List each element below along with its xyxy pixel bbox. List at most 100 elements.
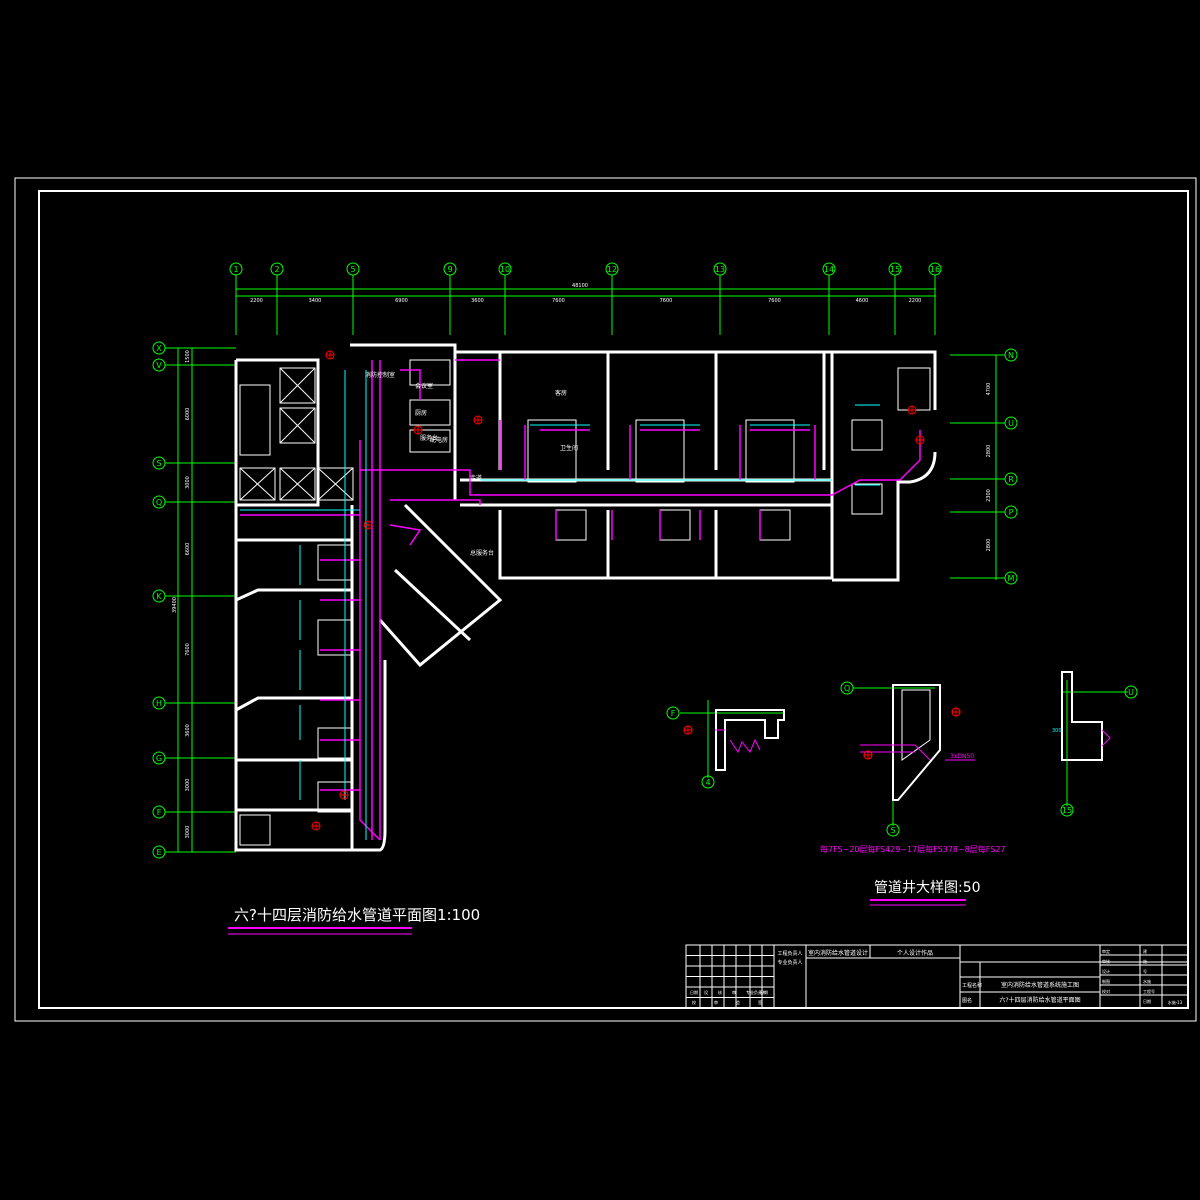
detail-note: 每7FS~20层每FS429~17层每FS378~8层每FS27 xyxy=(820,844,1006,854)
left-total-dim: 39400 xyxy=(172,597,178,613)
tb-left-label: 日期 xyxy=(690,989,698,995)
title-block xyxy=(685,944,1189,1009)
fire-valve-icon xyxy=(907,405,917,415)
room-label: 配电房 xyxy=(430,436,448,444)
tb-right-label: 施 xyxy=(1143,958,1147,964)
fire-water-pipes xyxy=(240,359,921,841)
top-dim-text: 3400 xyxy=(309,298,322,304)
top-axis-bubble xyxy=(270,262,284,276)
tb-left-label: 日期 xyxy=(760,989,768,995)
tb-right-label: 水施 xyxy=(1143,978,1151,984)
tb-company-col2: 专业负责人 xyxy=(777,959,802,966)
fire-valve-icon xyxy=(363,520,373,530)
detail-1: F 4 xyxy=(666,700,785,789)
building-walls xyxy=(234,343,937,852)
detail-2-note: 3xDN50 xyxy=(950,753,974,760)
right-dim-text: 4700 xyxy=(986,383,992,396)
right-axis-label: M xyxy=(1008,574,1015,583)
top-axis-label: 16 xyxy=(930,265,940,274)
fire-valve-icon xyxy=(325,350,335,360)
tb-company-right: 个人设计作品 xyxy=(897,949,933,957)
tb-drawing-label: 图名 xyxy=(962,997,972,1004)
fire-valve-icon xyxy=(915,435,925,445)
right-axis-label: R xyxy=(1008,475,1014,484)
tb-drawing-name: 六?十四层消防给水管道平面图 xyxy=(999,996,1080,1004)
bathroom-block xyxy=(317,727,354,759)
detail-2: Q S 3xDN50 xyxy=(840,681,975,837)
bathroom-block xyxy=(317,781,354,813)
left-axis-bubble xyxy=(152,456,166,470)
outer-frame xyxy=(14,177,1197,1022)
left-dim-text: 3600 xyxy=(185,724,191,737)
top-axis-label: 12 xyxy=(607,265,617,274)
bathroom-blocks xyxy=(317,419,883,813)
tb-signature-label: 校对 xyxy=(1102,988,1110,994)
left-axis-label: K xyxy=(156,592,162,601)
left-axis-bubble xyxy=(152,358,166,372)
fire-valve-icon xyxy=(473,415,483,425)
left-axis-bubble xyxy=(152,589,166,603)
detail-3: U 15 300 xyxy=(1052,671,1138,817)
main-drawing-title: 六?十四层消防给水管道平面图1:100 xyxy=(234,906,480,924)
tb-signature-label: 制图 xyxy=(1102,978,1110,984)
top-axis-bubble xyxy=(888,262,902,276)
tb-left-label: 核 xyxy=(718,989,722,995)
room-label: 厨房 xyxy=(415,409,427,417)
left-dim-text: 6600 xyxy=(185,543,191,556)
tb-footer-label: 会 xyxy=(736,999,740,1005)
tb-left-label: 专业负责人 xyxy=(746,989,766,995)
right-dim-text: 2300 xyxy=(986,489,992,502)
left-axis-bubble xyxy=(152,341,166,355)
right-axis-label: N xyxy=(1008,351,1014,360)
cyan-annotations xyxy=(240,370,880,840)
tb-company-header: 室内消防给水管道设计 xyxy=(808,949,868,957)
top-axis-bubble xyxy=(443,262,457,276)
top-axis-label: 1 xyxy=(233,265,238,274)
detail-1-row-axis: F xyxy=(671,709,676,718)
tb-right-label: 号 xyxy=(1143,968,1147,974)
bathroom-block xyxy=(759,509,791,541)
top-dim-text: 7600 xyxy=(660,298,673,304)
top-axis-label: 2 xyxy=(274,265,279,274)
detail-1-col-axis: 4 xyxy=(705,778,710,787)
room-label: 会议室 xyxy=(415,382,433,390)
fire-valve-icon xyxy=(311,821,321,831)
tb-company-col1: 工程负责人 xyxy=(777,950,802,957)
top-dim-text: 2200 xyxy=(250,298,263,304)
top-axis-label: 5 xyxy=(350,265,355,274)
tb-right-label: 工程号 xyxy=(1143,988,1155,994)
top-dim-text: 7600 xyxy=(552,298,565,304)
detail-3-dim: 300 xyxy=(1052,728,1062,734)
top-axis-bubble xyxy=(928,262,942,276)
fire-valve-icon xyxy=(413,425,423,435)
left-axis-bubble xyxy=(152,696,166,710)
left-axis-bubble xyxy=(152,495,166,509)
right-dim-text: 2800 xyxy=(986,539,992,552)
tb-footer-label: 审 xyxy=(714,999,718,1005)
top-dim-text: 2200 xyxy=(909,298,922,304)
bathroom-block xyxy=(745,419,795,483)
top-dimension-chain xyxy=(235,275,936,335)
top-dim-text: 3600 xyxy=(471,298,484,304)
tb-project-name: 室内消防给水管道系统施工图 xyxy=(1001,981,1079,989)
top-axis-label: 13 xyxy=(715,265,725,274)
tb-left-labels: 日期设核审专业负责人日期校审会签 xyxy=(690,989,768,1005)
left-axis-bubble xyxy=(152,845,166,859)
top-total-dim: 48100 xyxy=(572,283,588,289)
top-axis-label: 9 xyxy=(447,265,452,274)
top-dim-text: 6900 xyxy=(395,298,408,304)
left-axis-label: F xyxy=(157,808,162,817)
right-dim-text: 2800 xyxy=(986,445,992,458)
top-axis-bubble xyxy=(346,262,360,276)
room-label: 服务台 xyxy=(420,434,438,442)
right-axis-label: U xyxy=(1008,419,1014,428)
tb-signature-label: 审定 xyxy=(1102,948,1110,954)
fire-valve-icon xyxy=(339,790,349,800)
top-axis-bubble xyxy=(713,262,727,276)
